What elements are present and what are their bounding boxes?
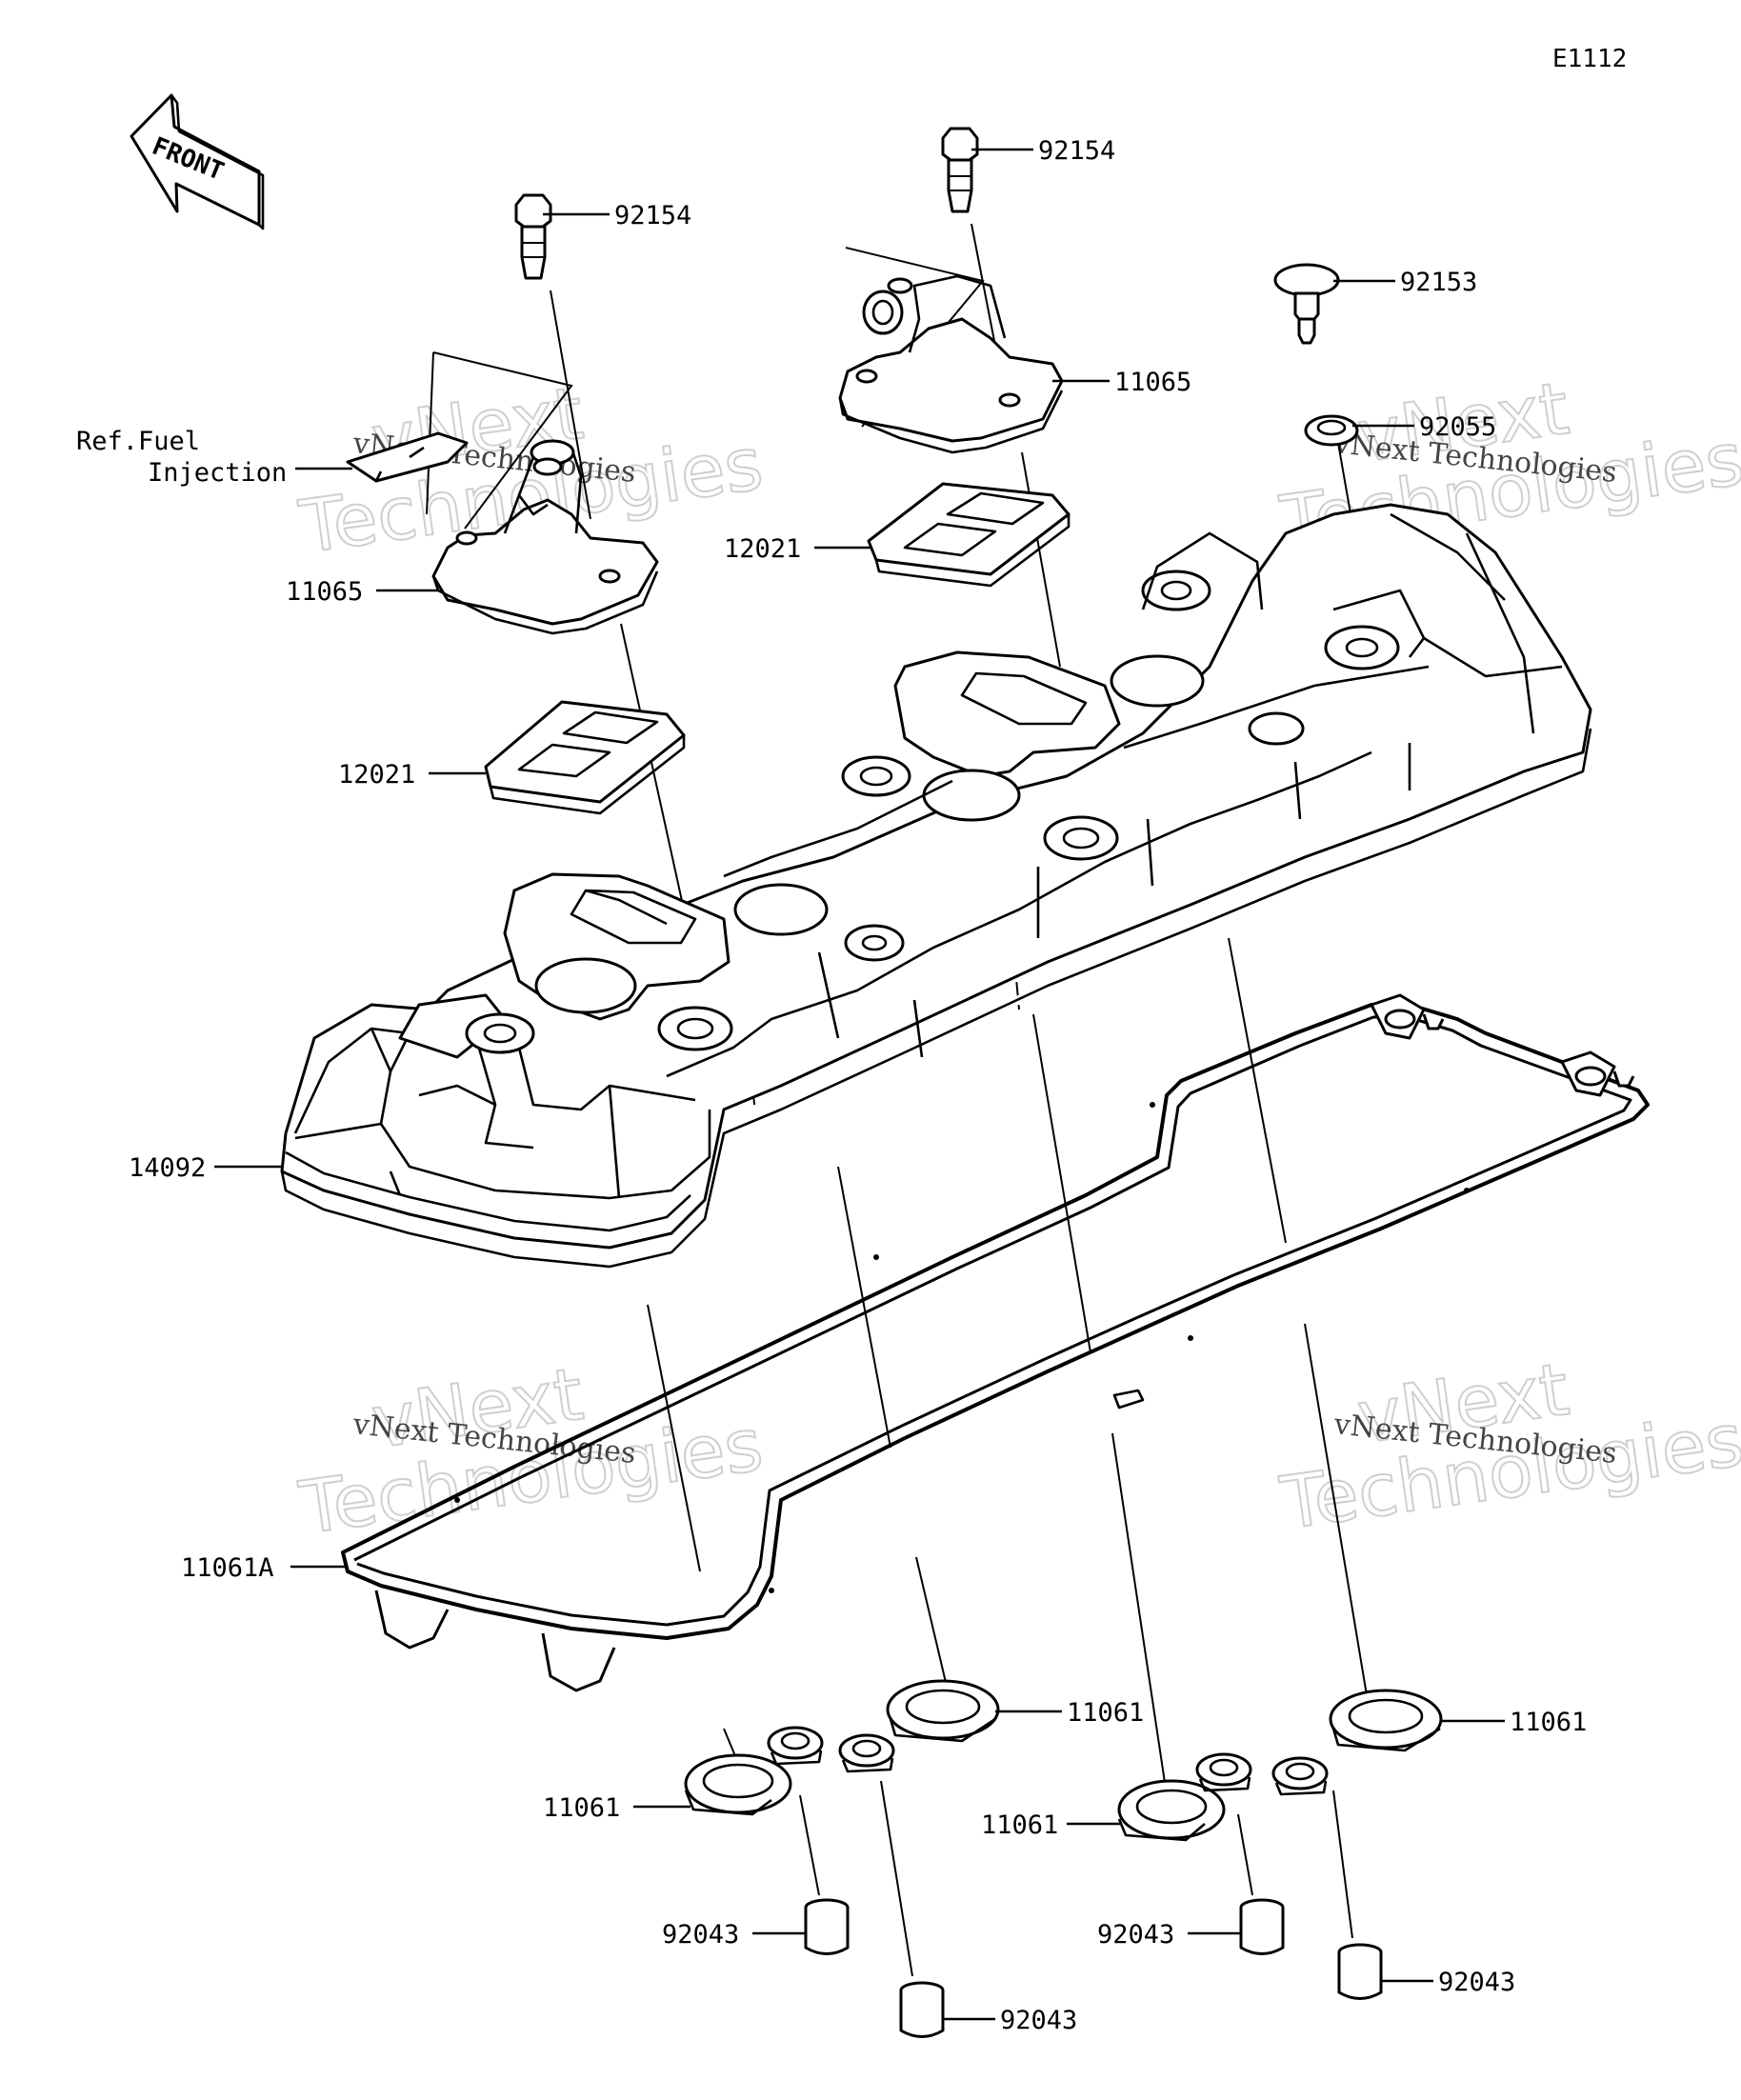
head-cover-gasket bbox=[341, 993, 1650, 1692]
bolt-left bbox=[514, 193, 552, 280]
reference-note-line1: Ref.Fuel bbox=[76, 427, 200, 456]
part-label-bolt-right: 92153 bbox=[1400, 268, 1477, 297]
part-label-plug-gasket-left-lower: 11061 bbox=[543, 1793, 620, 1823]
part-label-collar-left: 92043 bbox=[662, 1920, 739, 1950]
collar-right-middle bbox=[1239, 1898, 1285, 1955]
gasket-plate-center bbox=[867, 482, 1071, 588]
front-arrow-icon: FRONT bbox=[130, 93, 265, 230]
washer-right bbox=[1304, 414, 1359, 447]
part-label-washer-right: 92055 bbox=[1419, 412, 1496, 442]
part-label-collar-right: 92043 bbox=[1438, 1968, 1515, 1997]
plug-gasket-right-lower bbox=[1117, 1779, 1226, 1842]
part-label-bolt-center: 92154 bbox=[1038, 136, 1115, 166]
part-label-plug-gasket-center: 11061 bbox=[1067, 1698, 1144, 1728]
gasket-plate-left bbox=[484, 700, 686, 815]
part-label-collar-center: 92043 bbox=[1000, 2006, 1077, 2035]
plug-gasket-right bbox=[1329, 1689, 1443, 1752]
plug-gasket-center bbox=[886, 1679, 1000, 1743]
part-label-plug-gasket-right: 11061 bbox=[1510, 1708, 1587, 1737]
part-label-plug-gasket-right-lower: 11061 bbox=[981, 1810, 1058, 1840]
callout-leaders bbox=[214, 148, 1505, 2021]
part-label-gasket-plate-center: 12021 bbox=[724, 534, 801, 564]
bolt-center bbox=[941, 127, 979, 213]
part-label-cover-plate-center: 11065 bbox=[1114, 368, 1191, 397]
collar-center bbox=[899, 1981, 945, 2038]
part-label-head-cover: 14092 bbox=[129, 1153, 206, 1183]
reference-note-line2: Injection bbox=[148, 458, 287, 488]
cover-plate-center bbox=[838, 274, 1064, 454]
part-label-head-cover-gasket: 11061A bbox=[181, 1553, 274, 1583]
bolt-right bbox=[1273, 263, 1340, 345]
cover-plate-left bbox=[346, 431, 659, 635]
diagram-code: E1112 bbox=[1552, 45, 1627, 73]
part-label-cover-plate-left: 11065 bbox=[286, 577, 363, 607]
part-label-bolt-left: 92154 bbox=[614, 201, 691, 230]
part-label-collar-right-middle: 92043 bbox=[1097, 1920, 1174, 1950]
plug-gasket-left-lower bbox=[684, 1753, 792, 1816]
seal-ring bbox=[767, 1726, 1329, 1796]
collar-right bbox=[1337, 1943, 1383, 2000]
part-label-gasket-plate-left: 12021 bbox=[338, 760, 415, 790]
collar-left bbox=[804, 1898, 850, 1955]
head-cover bbox=[280, 503, 1592, 1269]
